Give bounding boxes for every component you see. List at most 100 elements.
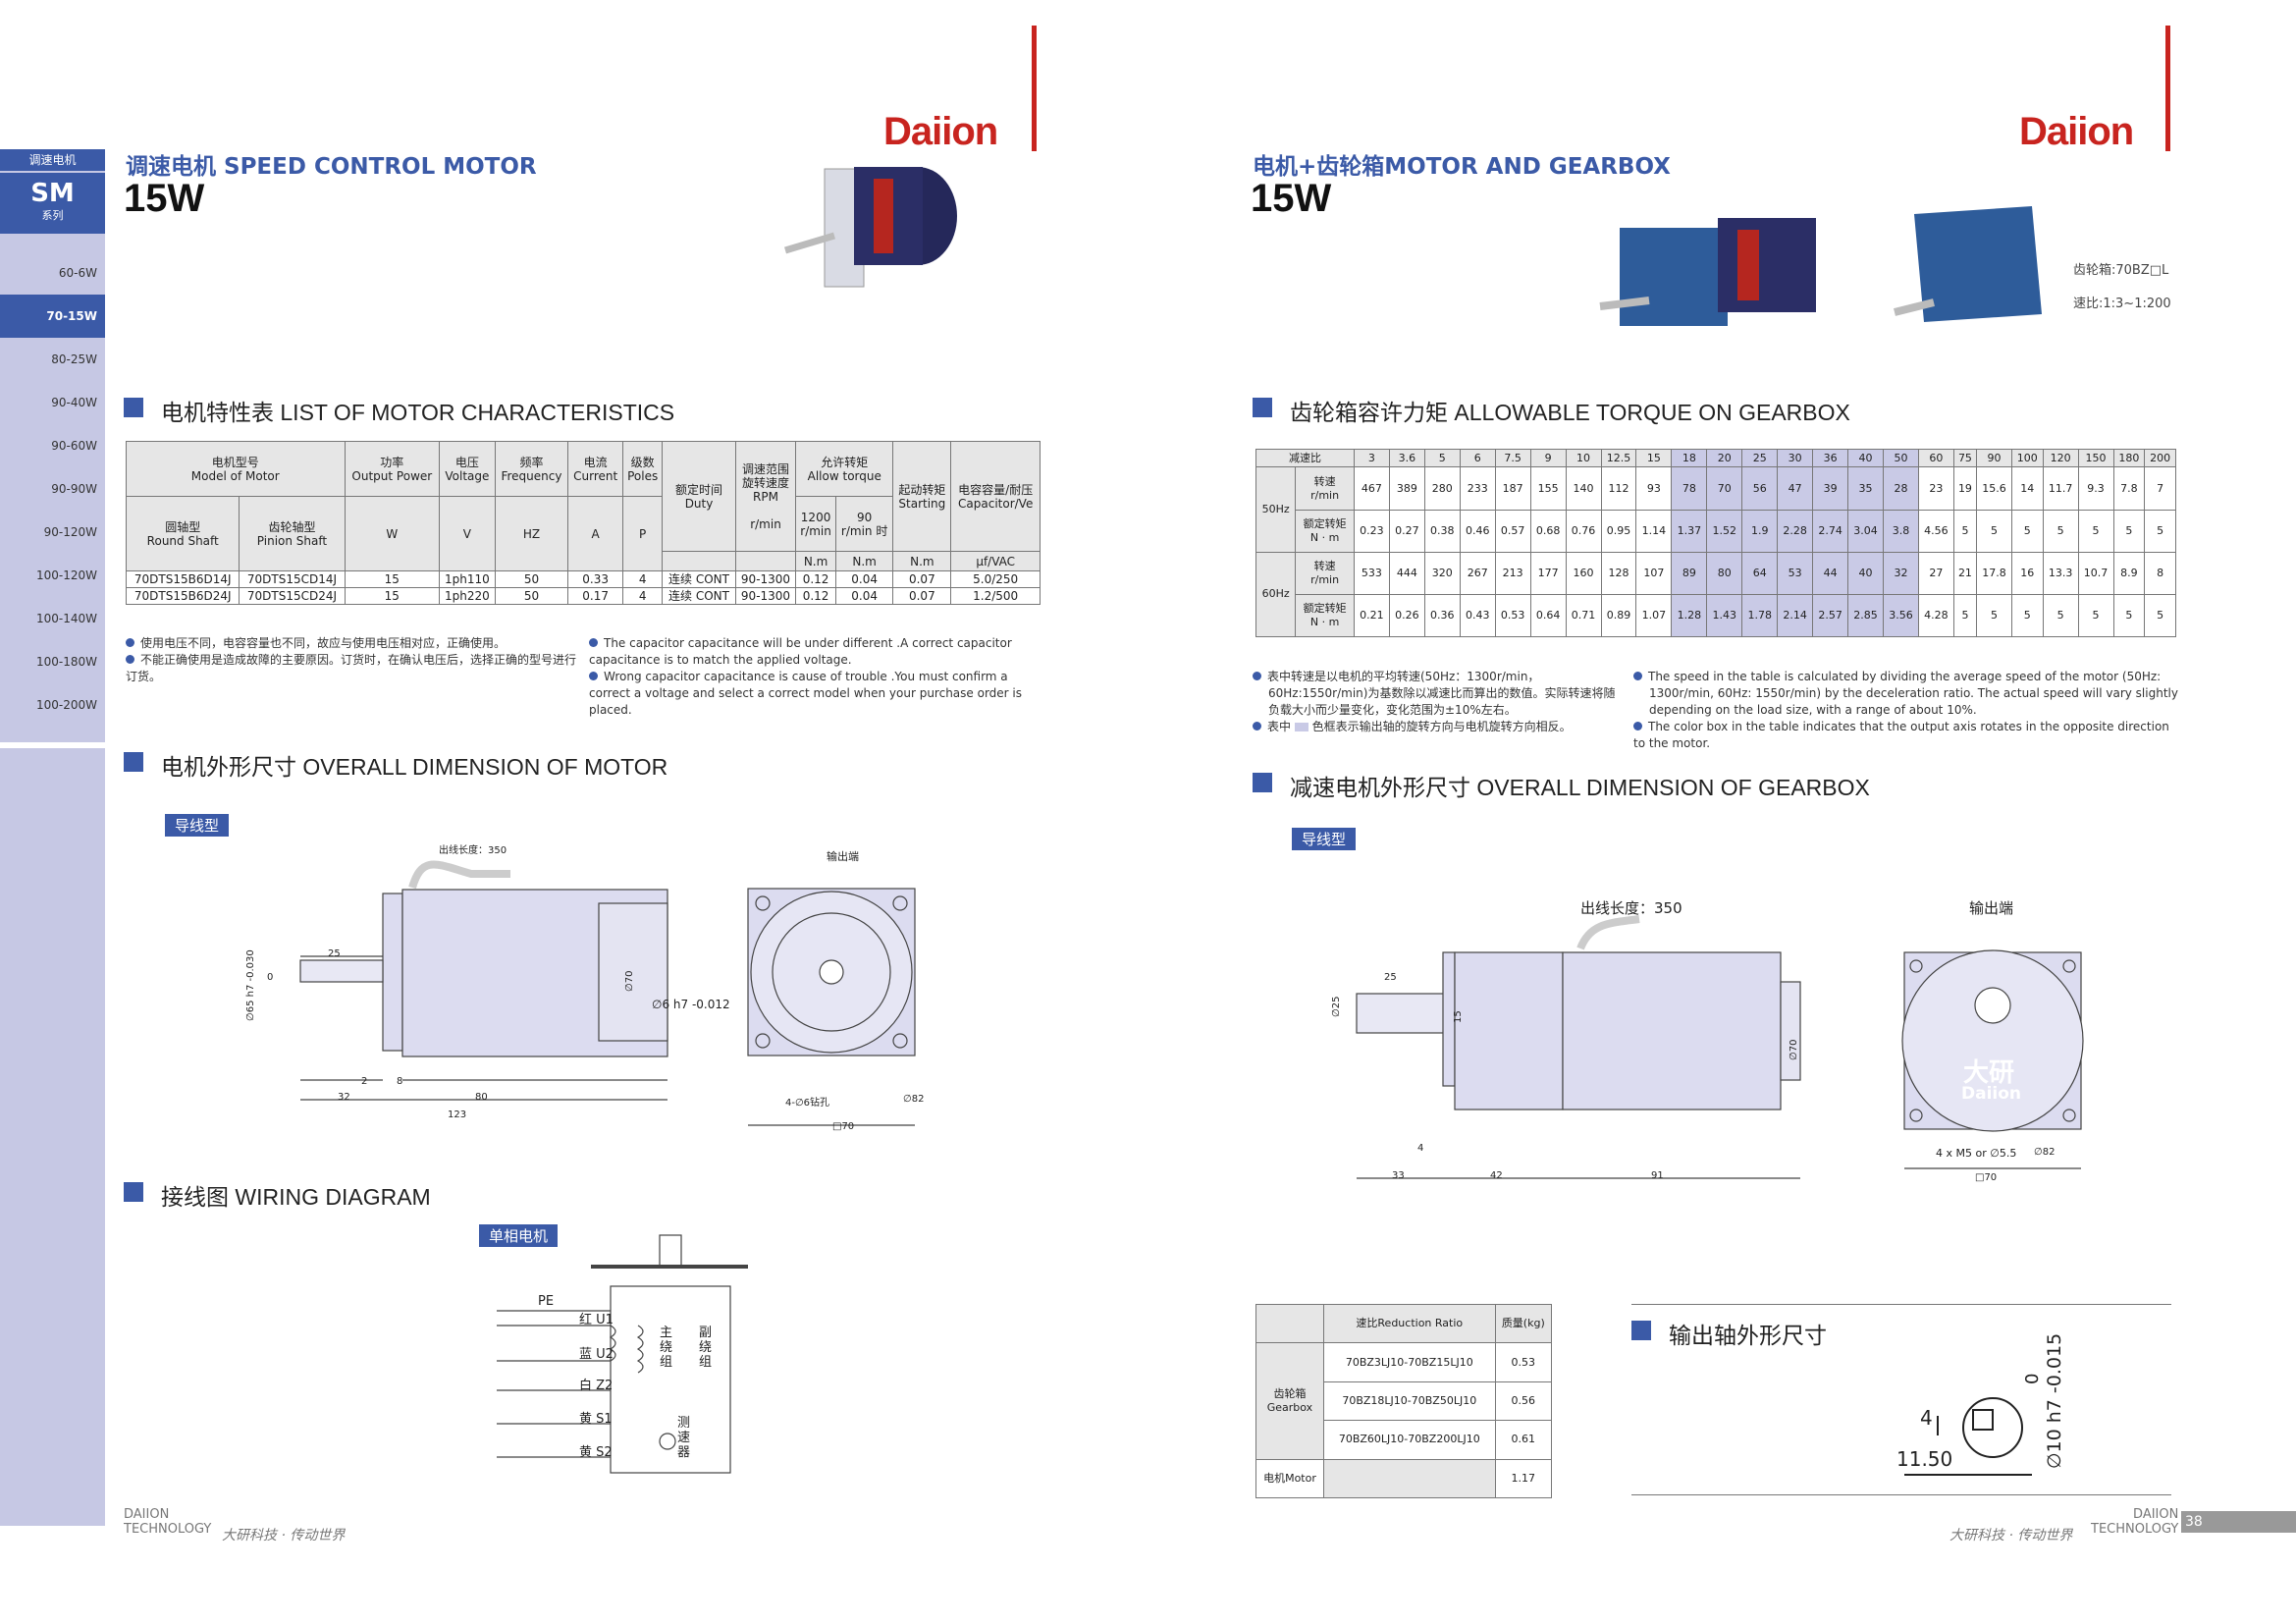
ratio-header-cell: 7.5 (1494, 448, 1531, 468)
torque-table-cell: 2.57 (1812, 593, 1849, 638)
gear-mount-hole (1909, 959, 1923, 973)
dim-123: 123 (448, 1110, 467, 1120)
mount-hole (755, 1033, 771, 1049)
gear-dim-4: 4 (1417, 1143, 1424, 1154)
series-sidebar: 调速电机 SM 系列 60-6W 70-15W 80-25W 90-40W 90… (0, 149, 105, 1526)
sidebar-item-80-25w[interactable]: 80-25W (51, 352, 97, 366)
ratio-header-cell: 3 (1353, 448, 1390, 468)
dim-phi70: ∅70 (624, 970, 635, 992)
torque-table-cell: 5 (2077, 593, 2114, 638)
page-number-right: 38 (2181, 1511, 2296, 1533)
ratio-header-cell: 120 (2042, 448, 2079, 468)
sidebar-item-90-90w[interactable]: 90-90W (51, 482, 97, 496)
torque-table-cell: 23 (1917, 466, 1954, 511)
torque-table-cell: 3.8 (1883, 509, 1919, 553)
torque-table-cell: 80 (1706, 551, 1743, 595)
torque-table-cell: 8 (2144, 551, 2176, 595)
dim-lead-length: 出线长度：350 (439, 845, 507, 856)
torque-table-cell: 0.46 (1459, 509, 1496, 553)
torque-table-cell: 7 (2144, 466, 2176, 511)
torque-table-cell: 35 (1847, 466, 1884, 511)
wire-label-u2: 蓝 U2 (579, 1347, 614, 1362)
sidebar-item-100-140w[interactable]: 100-140W (35, 612, 97, 625)
motor-shaft (783, 232, 836, 254)
torque-table-cell: 4.28 (1917, 593, 1954, 638)
sidebar-item-100-200w[interactable]: 100-200W (35, 698, 97, 712)
torque-table-cell: 32 (1883, 551, 1919, 595)
torque-table-cell: 5 (1952, 509, 1978, 553)
shaft-section-circle (1962, 1397, 2023, 1458)
ratio-header-cell: 15 (1635, 448, 1673, 468)
wire-label-u1: 红 U1 (579, 1313, 614, 1327)
dim-8: 8 (397, 1076, 403, 1087)
torque-table-cell: 19 (1952, 466, 1978, 511)
torque-table-cell: 8.9 (2112, 551, 2146, 595)
torque-table-cell: 467 (1353, 466, 1390, 511)
notes-en-right: The speed in the table is calculated by … (1633, 670, 2178, 750)
torque-table-cell: 155 (1529, 466, 1567, 511)
sidebar-item-100-180w[interactable]: 100-180W (35, 655, 97, 669)
sidebar-item-90-60w[interactable]: 90-60W (51, 439, 97, 453)
shaft-key-flat (1972, 1409, 1994, 1431)
gear-dim-phi82: ∅82 (2034, 1147, 2056, 1158)
front-flange (382, 893, 403, 1052)
torque-table-cell: 5 (1976, 509, 2012, 553)
torque-table-cell: 13.3 (2042, 551, 2079, 595)
logo-red-bar-right (2165, 26, 2170, 151)
torque-table-cell: 0.89 (1600, 593, 1637, 638)
torque-table-cell: 14 (2010, 466, 2044, 511)
gear-rear-cover (1780, 981, 1801, 1081)
sidebar-item-100-120w[interactable]: 100-120W (35, 568, 97, 582)
torque-table-cell: 0.23 (1353, 509, 1390, 553)
dim-holes: 4-∅6钻孔 (785, 1098, 830, 1109)
gearbox-model-info: 齿轮箱:70BZ□L (2073, 263, 2169, 278)
gear-dim-91: 91 (1651, 1170, 1664, 1181)
lead-wire (408, 860, 510, 890)
motor-photo (783, 167, 957, 288)
sidebar-item-70-15w[interactable]: 70-15W (0, 295, 105, 338)
gearmotor-photo (1599, 206, 2042, 326)
wire-label-s1: 黄 S1 (579, 1412, 613, 1427)
label-tachometer: 测速器 (677, 1416, 691, 1460)
motor-shaft-symbol (659, 1234, 682, 1268)
gear-side-motor (1562, 951, 1782, 1110)
torque-table-cell: 0.71 (1565, 593, 1602, 638)
dim-phi6: ∅6 h7 -0.012 (652, 998, 730, 1011)
torque-table-cell: 0.76 (1565, 509, 1602, 553)
ratio-header-cell: 20 (1706, 448, 1743, 468)
gear-mount-hole (2062, 959, 2076, 973)
motor-dimension-drawing (299, 860, 916, 1126)
shaft-dim-11-50: 11.50 (1896, 1447, 1953, 1471)
ratio-header-cell: 40 (1847, 448, 1884, 468)
section-title-torque: 齿轮箱容许力矩 ALLOWABLE TORQUE ON GEARBOX (1253, 394, 1850, 427)
wire-label-s2: 黄 S2 (579, 1445, 613, 1460)
wire-label-z2: 白 Z2 (579, 1379, 614, 1393)
footer-slogan-left: 大研科技 · 传动世界 (222, 1528, 346, 1543)
ratio-header-cell: 9 (1529, 448, 1567, 468)
sidebar-item-90-120w[interactable]: 90-120W (43, 525, 97, 539)
dim-25: 25 (328, 948, 341, 959)
shaft-dim-tolerance: ∅10 h7 -0.015 (2044, 1332, 2065, 1469)
torque-table-cell: 10.7 (2077, 551, 2114, 595)
dim-sq70: □70 (832, 1121, 855, 1132)
gear-lead-wire (1576, 915, 1640, 950)
gear-shaft (1599, 297, 1650, 310)
shaft-dim-zero: 0 (2022, 1373, 2043, 1384)
dim-phi65: ∅65 h7 -0.030 (245, 949, 256, 1021)
sidebar-item-60-6w[interactable]: 60-6W (58, 266, 97, 280)
section-title-gearbox-dimension: 减速电机外形尺寸 OVERALL DIMENSION OF GEARBOX (1253, 769, 1870, 802)
torque-table-cell: 140 (1565, 466, 1602, 511)
highlight-swatch (1294, 723, 1308, 731)
torque-table-cell: 93 (1635, 466, 1673, 511)
torque-table-cell: 2.85 (1847, 593, 1884, 638)
torque-table-cell: 5 (2112, 509, 2146, 553)
gear-mount-hole (2062, 1109, 2076, 1122)
ratio-header-cell: 12.5 (1600, 448, 1637, 468)
torque-table-cell: 320 (1423, 551, 1461, 595)
sidebar-item-90-40w[interactable]: 90-40W (51, 396, 97, 409)
